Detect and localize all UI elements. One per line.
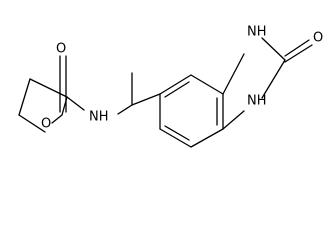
- bond-ring-o-c2: [18, 114, 46, 133]
- bond-c2-carbonyl-1: [284, 44, 313, 63]
- lactone-carbonyl-oxygen-label: O: [56, 42, 66, 57]
- benzimidazole-nh-top-label: NH: [247, 25, 267, 40]
- lactone-ring: [18, 55, 68, 133]
- bond-ar-4: [190, 128, 224, 148]
- bond-c2-carbonyl-2: [284, 39, 310, 57]
- bond-ar-inner-1: [164, 81, 190, 98]
- bond-nh-top-c2: [261, 37, 286, 61]
- imidazolone-ring: [222, 37, 313, 130]
- benzene-ring: [159, 74, 224, 148]
- bond-nh-bottom-c2: [261, 59, 286, 99]
- molecule-drawing: O O NH NH NH O: [18, 25, 323, 148]
- bond-c3a-nh-top: [222, 53, 245, 95]
- bond-c5-ring-o: [51, 114, 63, 124]
- bond-c4-nh: [66, 96, 85, 111]
- amine-nh-label: NH: [89, 110, 109, 125]
- bond-c3-c4: [29, 78, 68, 98]
- bond-ch-aryl: [131, 93, 161, 106]
- bond-nh-ch: [117, 104, 133, 115]
- bond-c7a-nh-bottom: [222, 110, 245, 130]
- bond-c2-c3: [18, 78, 31, 116]
- urea-carbonyl-oxygen-label: O: [313, 31, 323, 46]
- linker: [66, 72, 161, 115]
- bond-ar-inner-3: [164, 125, 190, 141]
- ring-oxygen-label: O: [41, 117, 51, 132]
- benzimidazole-nh-bottom-label: NH: [247, 94, 267, 109]
- bond-ar-2: [190, 74, 224, 95]
- structure-canvas: O O NH NH NH O: [18, 25, 323, 148]
- bond-ar-5: [159, 128, 192, 148]
- bond-ar-1: [159, 74, 192, 95]
